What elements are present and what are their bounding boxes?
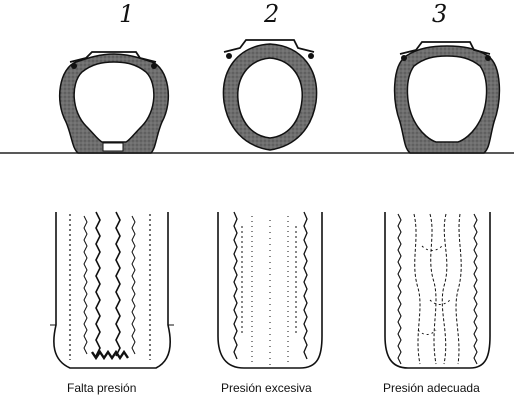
- tread-wear-pattern-3: [385, 212, 490, 368]
- rim-flange-right-3: [485, 55, 491, 61]
- rim-flange-left-3: [401, 55, 407, 61]
- rim-flange-right-2: [308, 53, 314, 59]
- rim-flange-left-2: [226, 53, 232, 59]
- caption-correct-pressure: Presión adecuada: [383, 381, 480, 395]
- tire-cross-section-3: [395, 46, 500, 153]
- rim-flange-left-1: [71, 63, 77, 69]
- tire-cross-section-2: [223, 44, 316, 150]
- panel-number-3: 3: [432, 2, 447, 26]
- tire-cross-section-1: [60, 54, 169, 153]
- rim-flange-right-1: [151, 63, 157, 69]
- panel-number-2: 2: [264, 2, 279, 26]
- caption-over-inflated: Presión excesiva: [221, 381, 312, 395]
- panel-number-1: 1: [119, 2, 134, 26]
- caption-under-inflated: Falta presión: [67, 381, 136, 395]
- tread-wear-pattern-1: [50, 212, 174, 368]
- tread-wear-pattern-2: [218, 212, 322, 368]
